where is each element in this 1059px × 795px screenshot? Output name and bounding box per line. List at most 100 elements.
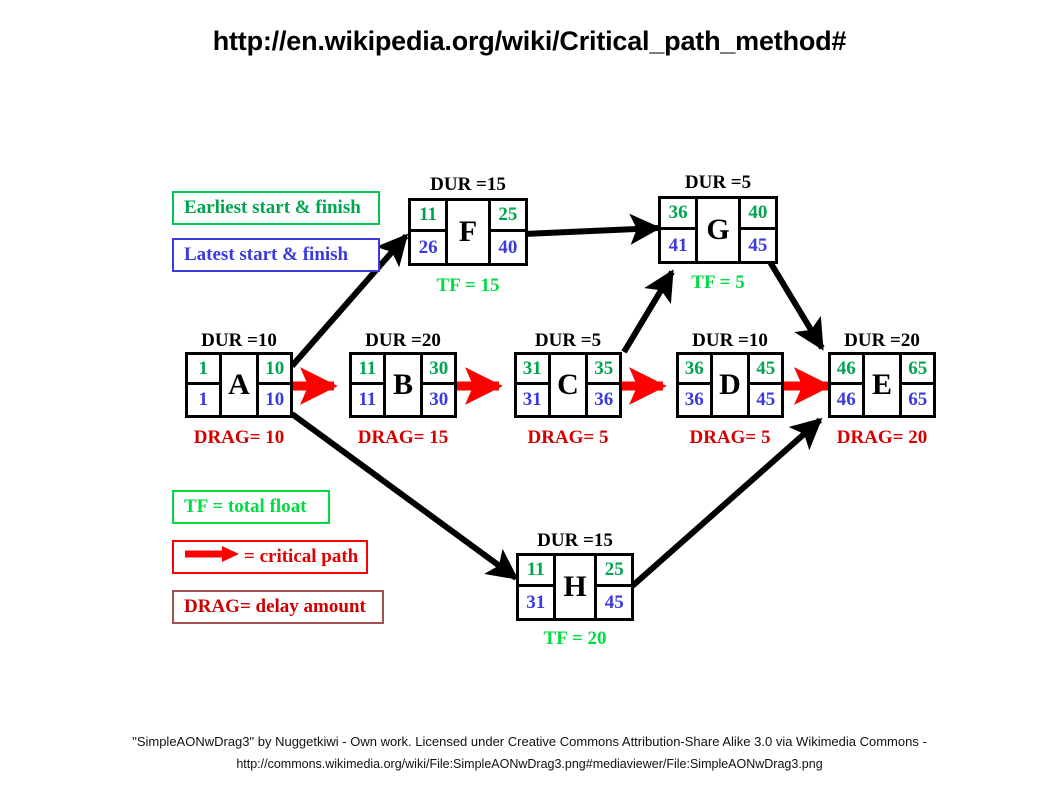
edge-c-to-g <box>621 269 675 354</box>
caption-line-1: "SimpleAONwDrag3" by Nuggetkiwi - Own wo… <box>132 734 927 749</box>
node-d-drag: DRAG= 5 <box>689 427 771 448</box>
node-g-total-float: TF = 5 <box>691 272 745 293</box>
node-b-ls: 11 <box>358 389 377 410</box>
noncritical-edges <box>289 213 825 591</box>
legend-drag-label: DRAG= delay amount <box>184 596 366 617</box>
node-c-duration: DUR =5 <box>534 330 602 351</box>
node-f-lf: 40 <box>498 236 518 258</box>
edge-f-to-g <box>523 213 662 245</box>
node-f[interactable]: 11 26 F 25 40 <box>408 198 528 266</box>
node-c-ls: 31 <box>522 389 542 410</box>
node-b-finish-col: 30 30 <box>423 355 454 415</box>
node-c-finish-col: 35 36 <box>588 355 619 415</box>
node-d[interactable]: 36 36 D 45 45 <box>676 352 784 418</box>
node-e[interactable]: 46 46 E 65 65 <box>828 352 936 418</box>
node-d-ls: 36 <box>684 389 704 410</box>
node-b-duration: DUR =20 <box>365 330 441 351</box>
node-b-start-col: 11 11 <box>352 355 383 415</box>
node-b-drag: DRAG= 15 <box>357 427 449 448</box>
node-b[interactable]: 11 11 B 30 30 <box>349 352 457 418</box>
node-f-duration: DUR =15 <box>430 174 506 195</box>
legend-critical-path-label: = critical path <box>244 546 359 567</box>
node-g-ef: 40 <box>740 199 775 230</box>
node-g-finish-col: 40 45 <box>740 199 775 261</box>
node-f-ls: 26 <box>418 236 438 258</box>
node-e-drag: DRAG= 20 <box>836 427 928 448</box>
node-h-duration: DUR =15 <box>537 530 613 551</box>
caption-line-2: http://commons.wikimedia.org/wiki/File:S… <box>236 757 823 771</box>
node-g-es: 36 <box>661 199 696 230</box>
node-f-total-float: TF = 15 <box>436 275 500 296</box>
node-a-drag: DRAG= 10 <box>193 427 285 448</box>
node-g-letter: G <box>706 213 730 246</box>
node-c-es: 31 <box>517 355 548 385</box>
node-b-label-col: B <box>382 355 424 415</box>
node-g-label-col: G <box>695 199 741 261</box>
edge-h-to-e <box>628 417 823 591</box>
node-f-start-col: 11 26 <box>411 201 446 263</box>
node-h-ls: 31 <box>526 591 546 613</box>
node-f-ef: 25 <box>490 201 525 232</box>
node-e-start-col: 46 46 <box>831 355 862 415</box>
legend-critical-path: = critical path <box>172 540 368 574</box>
node-e-duration: DUR =20 <box>844 330 920 351</box>
node-f-letter: F <box>458 215 478 248</box>
node-a-label-col: A <box>218 355 260 415</box>
node-c[interactable]: 31 31 C 35 36 <box>514 352 622 418</box>
node-h[interactable]: 11 31 H 25 45 <box>516 553 634 621</box>
node-d-lf: 45 <box>756 389 776 410</box>
node-h-ef: 25 <box>597 556 631 587</box>
node-d-letter: D <box>719 368 741 401</box>
node-h-label-col: H <box>552 556 598 618</box>
node-c-letter: C <box>557 368 579 401</box>
edge-g-to-e <box>761 250 825 351</box>
legend-earliest-start-finish: Earliest start & finish <box>172 191 380 225</box>
node-g[interactable]: 36 41 G 40 45 <box>658 196 778 264</box>
node-h-finish-col: 25 45 <box>597 556 631 618</box>
node-d-duration: DUR =10 <box>692 330 768 351</box>
node-a[interactable]: 1 1 A 10 10 <box>185 352 293 418</box>
node-c-start-col: 31 31 <box>517 355 548 415</box>
node-b-es: 11 <box>352 355 383 385</box>
node-a-ef: 10 <box>259 355 290 385</box>
node-e-es: 46 <box>831 355 862 385</box>
node-g-start-col: 36 41 <box>661 199 696 261</box>
node-e-ef: 65 <box>902 355 933 385</box>
node-a-ls: 1 <box>198 389 209 410</box>
legend-earliest-label: Earliest start & finish <box>184 197 361 218</box>
node-g-lf: 45 <box>748 234 768 256</box>
node-g-ls: 41 <box>668 234 688 256</box>
node-h-letter: H <box>563 570 587 603</box>
node-c-drag: DRAG= 5 <box>527 427 609 448</box>
node-h-es: 11 <box>519 556 553 587</box>
node-h-start-col: 11 31 <box>519 556 553 618</box>
node-f-label-col: F <box>445 201 491 263</box>
node-e-lf: 65 <box>908 389 928 410</box>
node-c-lf: 36 <box>594 389 614 410</box>
node-e-ls: 46 <box>836 389 856 410</box>
legend-latest-label: Latest start & finish <box>184 244 349 265</box>
node-c-label-col: C <box>547 355 589 415</box>
node-a-duration: DUR =10 <box>201 330 277 351</box>
edge-a-to-f <box>289 233 409 368</box>
legend-total-float-label: TF = total float <box>184 496 307 517</box>
edge-a-to-h <box>290 411 519 581</box>
legend-drag: DRAG= delay amount <box>172 590 384 624</box>
node-a-start-col: 1 1 <box>188 355 219 415</box>
node-a-finish-col: 10 10 <box>259 355 290 415</box>
node-d-es: 36 <box>679 355 710 385</box>
critical-path-arrow-icon <box>184 545 240 569</box>
node-e-letter: E <box>871 368 892 401</box>
node-f-es: 11 <box>411 201 446 232</box>
node-e-finish-col: 65 65 <box>902 355 933 415</box>
node-d-start-col: 36 36 <box>679 355 710 415</box>
node-d-finish-col: 45 45 <box>750 355 781 415</box>
node-b-letter: B <box>392 368 413 401</box>
node-b-lf: 30 <box>429 389 449 410</box>
node-d-label-col: D <box>709 355 751 415</box>
node-g-duration: DUR =5 <box>684 172 752 193</box>
legend-latest-start-finish: Latest start & finish <box>172 238 380 272</box>
node-a-lf: 10 <box>265 389 285 410</box>
node-d-ef: 45 <box>750 355 781 385</box>
node-h-lf: 45 <box>604 591 624 613</box>
